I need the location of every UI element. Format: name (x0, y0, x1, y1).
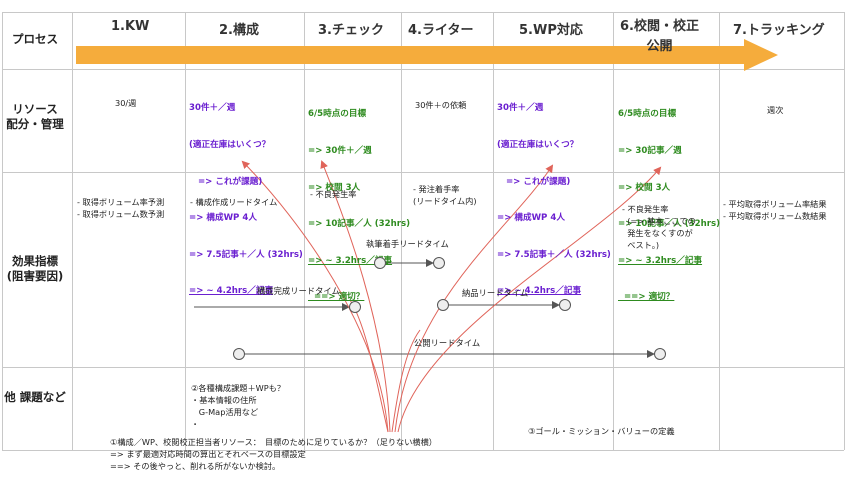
resource-check-title: 6/5時点の目標 (308, 109, 367, 120)
effect-tracking: - 平均取得ボリューム率結果 - 平均取得ボリューム数結果 (723, 199, 827, 221)
step-header-wp: 5.WP対応 (519, 23, 583, 38)
grid-col-8 (844, 12, 845, 450)
flow-label-koukai: 公開リードタイム (414, 338, 481, 348)
row-label-resource: リソース 配分・管理 (6, 102, 64, 131)
issue-1: ①構成／WP、校閲校正担当者リソース： 目標のために足りているか？（足りない横横… (110, 437, 437, 471)
effect-kousei: - 構成作成リードタイム (190, 197, 278, 207)
resource-check-line-0: => 30件＋／週 (308, 146, 372, 157)
row-label-process: プロセス (12, 32, 58, 46)
resource-kouetsu-line-3: => ~ 3.2hrs／記事 (618, 255, 703, 266)
resource-check-line-1: => 校閲 3人 (308, 182, 361, 193)
grid-col-0 (2, 12, 3, 450)
resource-kouetsu-line-4: ==> 適切？ (618, 292, 675, 303)
resource-check-line-2: => 10記事／人 (32hrs) (308, 219, 411, 230)
grid-col-1 (72, 12, 73, 450)
step-header-kouetsu: 6.校閲・校正 公開 (620, 19, 699, 54)
resource-kousei-line-2: => 構成WP 4人 (189, 213, 257, 224)
curve-to-check (320, 160, 391, 433)
curve-loop-left (349, 299, 389, 433)
grid-line-row3 (2, 367, 844, 368)
resource-kouetsu: 6/5時点の目標 => 30記事／週 => 校閲 3人 => 10記事／人 (3… (618, 84, 720, 316)
resource-kouetsu-line-2: => 10記事／人 (32hrs) (618, 219, 721, 230)
row-label-other: 他 課題など (4, 390, 66, 404)
flow-end-koukai (654, 348, 666, 360)
resource-check-line-4: ==> 適切？ (308, 292, 365, 303)
resource-wp-line-1: => これが課題) (497, 176, 571, 187)
curve-to-kousei (241, 160, 389, 433)
grid-line-bottom (2, 450, 844, 451)
resource-kousei-line-4: => ~ 4.2hrs／記事 (189, 286, 274, 297)
issue-3: ③ゴール・ミッション・バリューの定義 (528, 426, 675, 436)
resource-kousei-line-1: => これが課題) (189, 176, 263, 187)
resource-writer: 30件＋の依頼 (415, 100, 467, 110)
resource-kouetsu-line-1: => 校閲 3人 (618, 182, 671, 193)
resource-wp-title: 30件＋／週 (497, 103, 544, 114)
effect-kw: - 取得ボリューム率予測 - 取得ボリューム数予測 (77, 197, 165, 219)
step-header-kw: 1.KW (111, 19, 150, 34)
resource-kw: 30/週 (115, 98, 137, 108)
row-label-effect: 効果指標 (阻害要因) (6, 254, 64, 283)
step-header-check: 3.チェック (318, 23, 384, 38)
resource-wp-line-3: => 7.5記事＋／人 (32hrs) (497, 249, 611, 260)
flow-start-koukai (233, 348, 245, 360)
effect-kouetsu: - 不良発生率 (=> 基本ここでの 発生をなくすのが ベスト。) (622, 204, 696, 250)
resource-tracking: 週次 (767, 105, 784, 115)
grid-line-row2 (2, 172, 844, 173)
grid-col-3 (304, 12, 305, 450)
resource-kousei-title: 30件＋／週 (189, 103, 236, 114)
resource-kousei-line-3: => 7.5記事＋／人 (32hrs) (189, 249, 303, 260)
process-arrow (76, 39, 778, 71)
grid-line-row1 (2, 69, 844, 70)
grid-col-4 (401, 12, 402, 450)
effect-check: - 不良発生率 (310, 189, 357, 199)
issue-2: ②各種構成課題＋WPも？ ・基本情報の住所 G-Map活用など ・ (191, 383, 286, 429)
resource-check-line-3: => ~ 3.2hrs／記事 (308, 255, 393, 266)
resource-wp-line-2: => 構成WP 4人 (497, 213, 565, 224)
flow-start-nouhin (437, 299, 449, 311)
resource-wp-line-4: => ~ 4.2hrs／記事 (497, 286, 582, 297)
resource-kousei: 30件＋／週 (適正在庫はいくつ？ => これが課題) => 構成WP 4人 =… (189, 78, 303, 310)
step-header-writer: 4.ライター (408, 23, 474, 38)
curve-loop-right (391, 329, 421, 433)
resource-wp-line-0: (適正在庫はいくつ？ (497, 140, 579, 151)
grid-line-top (2, 12, 844, 13)
curve-to-wp (394, 164, 554, 433)
flow-end-nouhin (559, 299, 571, 311)
flow-label-shippitsu: 執筆着手リードタイム (366, 239, 449, 249)
step-header-kousei: 2.構成 (219, 23, 259, 38)
flow-label-kousei-kanryo: 構成完成リードタイム (257, 286, 340, 296)
step-header-tracking: 7.トラッキング (733, 23, 825, 38)
resource-wp: 30件＋／週 (適正在庫はいくつ？ => これが課題) => 構成WP 4人 =… (497, 78, 611, 310)
resource-kouetsu-title: 6/5時点の目標 (618, 109, 677, 120)
flow-start-shippitsu (374, 257, 386, 269)
curve-to-kouetsu (397, 166, 662, 433)
resource-kouetsu-line-0: => 30記事／週 (618, 146, 682, 157)
grid-col-5 (493, 12, 494, 450)
flow-label-nouhin: 納品リードタイム (462, 288, 529, 298)
flow-end-kousei-kanryo (349, 301, 361, 313)
grid-col-6 (613, 12, 614, 450)
grid-col-2 (185, 12, 186, 450)
flow-end-shippitsu (433, 257, 445, 269)
grid-col-7 (719, 12, 720, 450)
resource-check: 6/5時点の目標 => 30件＋／週 => 校閲 3人 => 10記事／人 (3… (308, 84, 410, 316)
resource-kousei-line-0: (適正在庫はいくつ？ (189, 140, 271, 151)
effect-writer: - 発注着手率 (リードタイム内) (413, 184, 477, 206)
